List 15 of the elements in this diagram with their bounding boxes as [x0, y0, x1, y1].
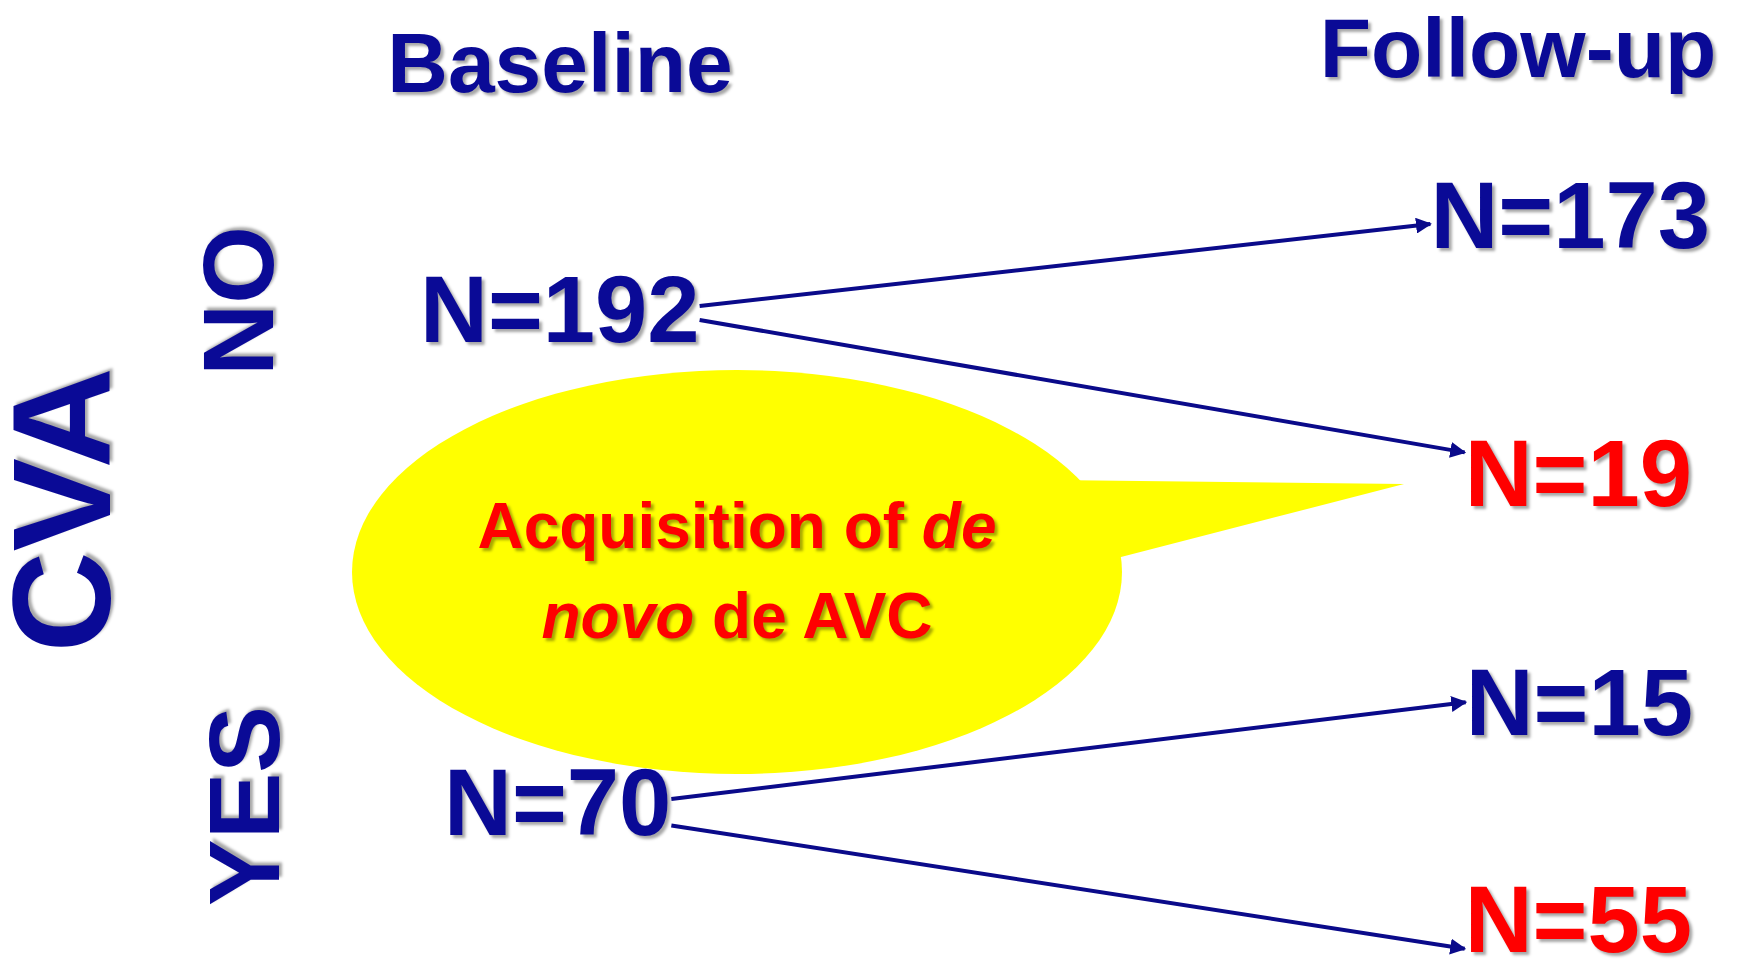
arrow: [699, 217, 1432, 308]
count-value: N=192: [420, 270, 700, 350]
axis-label: NO: [188, 226, 288, 376]
axis-label: CVA: [0, 367, 132, 653]
count-value: N=70: [444, 763, 672, 843]
arrow: [699, 318, 1467, 458]
count-value: N=15: [1465, 663, 1693, 743]
count-value: N=19: [1464, 434, 1692, 514]
arrow: [671, 696, 1468, 801]
count-value: N=55: [1464, 880, 1692, 960]
count-value: N=173: [1430, 176, 1710, 256]
column-heading: Baseline: [387, 21, 733, 105]
callout-text: Acquisition of de novo de AVC: [476, 489, 998, 654]
arrow: [671, 823, 1467, 955]
axis-label: YES: [194, 705, 294, 907]
